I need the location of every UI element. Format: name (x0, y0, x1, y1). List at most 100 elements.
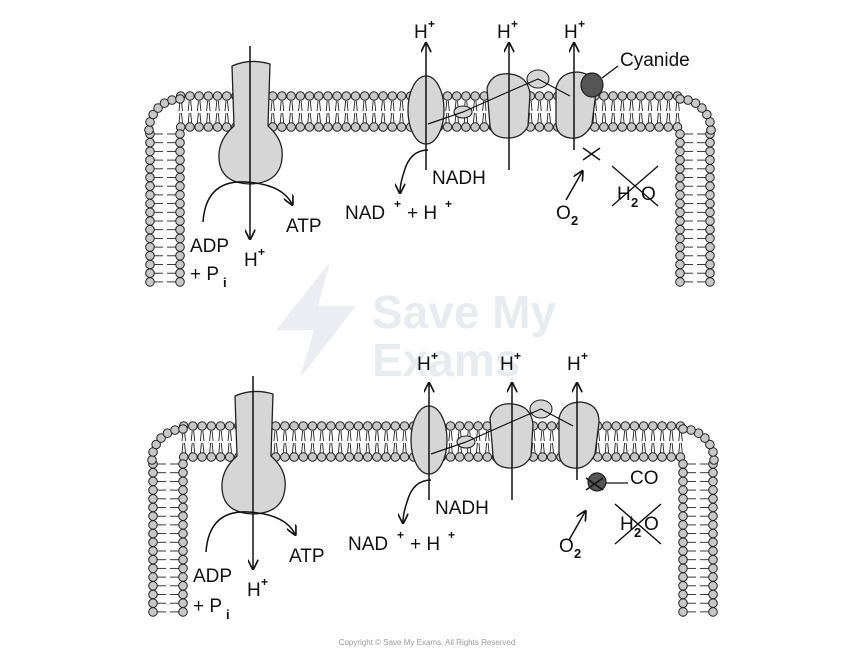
pi-label: + P (193, 596, 222, 617)
phospholipid-head (678, 598, 688, 609)
phospholipid-head (537, 421, 548, 431)
phospholipid-head (678, 467, 688, 478)
phospholipid-head (175, 233, 185, 244)
phospholipid-head (178, 572, 188, 582)
phospholipid-head (280, 421, 290, 431)
phospholipid-head (708, 607, 718, 617)
phospholipid-head (148, 598, 158, 609)
phospholipid-head (387, 122, 398, 132)
phospholipid-head (675, 251, 685, 261)
phospholipid-head (145, 137, 155, 148)
phospholipid-head (648, 421, 658, 431)
phospholipid-head (359, 91, 370, 101)
h-plus-1: + (428, 17, 435, 31)
phospholipid-head (362, 452, 373, 462)
phospholipid-head (145, 242, 155, 252)
phospholipid-head (277, 122, 287, 132)
phospholipid-head (675, 259, 685, 270)
phospholipid-head (381, 452, 391, 462)
phospholipid-head (175, 251, 185, 261)
phospholipid-head (369, 91, 379, 101)
phospholipid-head (608, 91, 618, 101)
phospholipid-head (148, 589, 158, 600)
phospholipid-head (178, 494, 188, 504)
phospholipid-head (645, 122, 655, 132)
phospholipid-head (353, 452, 364, 462)
phospholipid-head (675, 277, 685, 287)
phospholipid-head (175, 172, 185, 183)
phospholipid-head (145, 259, 155, 270)
h-label-3: H (564, 22, 578, 43)
phospholipid-head (543, 122, 554, 132)
h-label-1: H (417, 354, 431, 375)
phospholipid-head (602, 452, 612, 462)
phospholipid-head (708, 476, 718, 487)
phospholipid-head (178, 467, 188, 478)
phospholipid-head (648, 452, 658, 462)
phospholipid-head (295, 122, 306, 132)
phospholipid-head (657, 452, 667, 462)
phospholipid-head (629, 452, 640, 462)
phospholipid-head (372, 452, 382, 462)
phospholipid-head (156, 433, 166, 443)
phospholipid-head (705, 224, 715, 235)
phospholipid-head (686, 425, 696, 435)
phospholipid-head (215, 421, 226, 431)
phospholipid-head (675, 216, 685, 226)
phospholipid-head (145, 198, 155, 209)
phospholipid-head (148, 476, 158, 487)
phospholipid-head (350, 91, 361, 101)
phospholipid-head (185, 122, 195, 132)
phospholipid-head (175, 181, 185, 191)
cyanide-pointer (601, 65, 619, 79)
phospholipid-head (678, 581, 688, 591)
blocked-mark (585, 477, 604, 491)
pi-label: + P (190, 264, 219, 285)
phospholipid-head (708, 485, 718, 495)
nad-label: NAD (345, 203, 385, 224)
phospholipid-head (675, 181, 685, 191)
h2o-subscript: 2 (634, 525, 641, 540)
phospholipid-head (359, 122, 370, 132)
phospholipid-head (289, 452, 299, 462)
phospholipid-head (442, 122, 453, 132)
phospholipid-head (451, 91, 462, 101)
adp-label: ADP (190, 236, 229, 257)
phospholipid-head (705, 233, 715, 244)
phospholipid-head (708, 502, 718, 513)
phospholipid-head (178, 476, 188, 487)
phospholipid-head (378, 91, 388, 101)
phospholipid-head (675, 268, 685, 279)
phospholipid-head (675, 94, 685, 104)
h2o-h: H (617, 184, 631, 205)
phospholipid-head (451, 122, 462, 132)
phospholipid-head (178, 581, 188, 591)
phospholipid-head (145, 277, 155, 287)
phospholipid-head (705, 251, 715, 261)
phospholipid-head (611, 452, 621, 462)
phospholipid-head (335, 421, 345, 431)
phospholipid-head (206, 452, 217, 462)
arrows (205, 376, 662, 568)
phospholipid-head (148, 494, 158, 504)
phospholipid-head (708, 563, 718, 574)
h-matrix-label: H (247, 580, 261, 601)
pi-subscript: i (223, 275, 227, 290)
phospholipid-head (708, 546, 718, 556)
phospholipid-head (675, 207, 685, 218)
phospholipid-head (145, 190, 155, 200)
phospholipid-head (148, 581, 158, 591)
phospholipid-head (678, 459, 688, 469)
phospholipid-head (396, 91, 407, 101)
phospholipid-head (620, 452, 631, 462)
phospholipid-head (678, 546, 688, 556)
h-label-3: H (567, 354, 581, 375)
labels: H + H + H + Cyanide NADH NAD + + H + ATP… (190, 17, 690, 290)
phospholipid-head (277, 91, 287, 101)
phospholipid-head (194, 91, 204, 101)
phospholipid-head (298, 452, 309, 462)
watermark: Save My Exams (276, 262, 557, 386)
phospholipid-head (678, 554, 688, 565)
phospholipid-head (178, 424, 188, 434)
